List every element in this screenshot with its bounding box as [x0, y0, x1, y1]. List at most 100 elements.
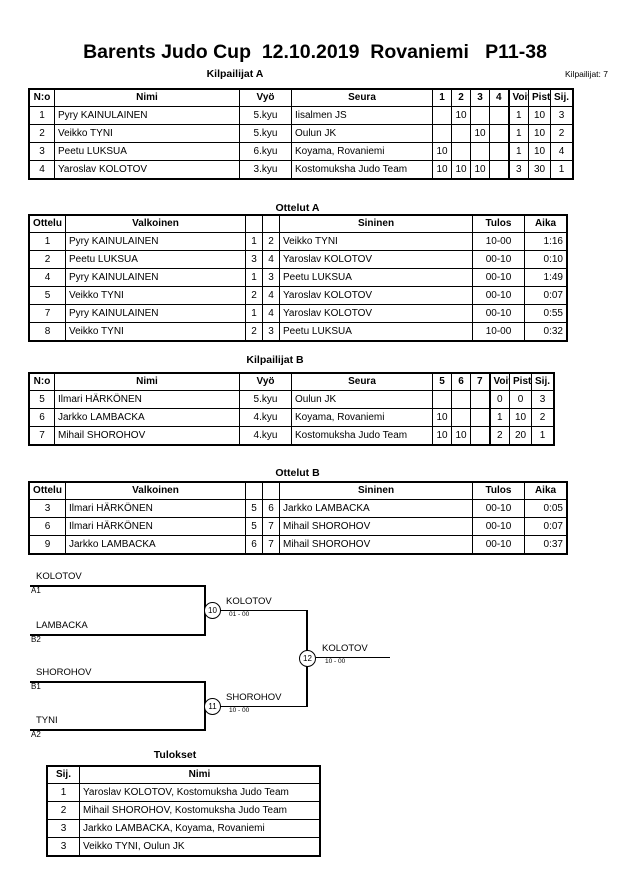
cell-time: 1:16: [524, 232, 567, 251]
matches-b-table: Ottelu Valkoinen Sininen Tulos Aika 3 Il…: [28, 481, 568, 555]
cell-match: 6: [29, 517, 66, 536]
col-white-no: [245, 215, 263, 233]
cell-club: Koyama, Rovaniemi: [291, 142, 433, 161]
cell-points: 10: [528, 106, 551, 125]
cell-place: 4: [550, 142, 573, 161]
cell-m5: 10: [432, 408, 452, 427]
cell-result: 00-10: [472, 517, 525, 536]
cell-m2: [451, 124, 471, 143]
table-row: 3 Veikko TYNI, Oulun JK: [47, 837, 320, 856]
matches-a-header-row: Ottelu Valkoinen Sininen Tulos Aika: [29, 215, 567, 233]
cell-m1: 10: [432, 142, 452, 161]
cell-wins: 1: [507, 106, 529, 125]
table-row: 6 Jarkko LAMBACKA 4.kyu Koyama, Rovaniem…: [29, 408, 554, 427]
table-row: 3 Ilmari HÄRKÖNEN 5 6 Jarkko LAMBACKA 00…: [29, 499, 567, 518]
cell-m7: [470, 390, 490, 409]
cell-wins: 1: [488, 408, 510, 427]
col-m2: 2: [451, 89, 471, 107]
cell-blue-no: 4: [262, 304, 280, 323]
cell-place: 3: [531, 390, 554, 409]
cell-result: 10-00: [472, 322, 525, 341]
cell-wins: 3: [507, 160, 529, 179]
table-row: 5 Ilmari HÄRKÖNEN 5.kyu Oulun JK 0 0 3: [29, 390, 554, 409]
bracket-line: [30, 634, 206, 636]
cell-blue-no: 6: [262, 499, 280, 518]
col-m6: 6: [451, 373, 471, 391]
cell-white: Veikko TYNI: [65, 286, 246, 305]
cell-name: Peetu LUKSUA: [54, 142, 240, 161]
cell-white-no: 1: [245, 232, 263, 251]
cell-m2: 10: [451, 106, 471, 125]
cell-name: Veikko TYNI: [54, 124, 240, 143]
cell-points: 20: [509, 426, 532, 445]
cell-points: 10: [528, 142, 551, 161]
cell-m7: [470, 408, 490, 427]
pool-b-header-row: N:o Nimi Vyö Seura 5 6 7 Voit. Pist. Sij…: [29, 373, 554, 391]
cell-name: Pyry KAINULAINEN: [54, 106, 240, 125]
col-time: Aika: [524, 482, 567, 500]
cell-name: Jarkko LAMBACKA: [54, 408, 240, 427]
cell-belt: 5.kyu: [239, 124, 292, 143]
cell-no: 6: [29, 408, 55, 427]
cell-club: Iisalmen JS: [291, 106, 433, 125]
bracket-entrant-seed: A2: [31, 730, 41, 739]
cell-belt: 5.kyu: [239, 390, 292, 409]
cell-result: 00-10: [472, 250, 525, 269]
matches-a-table: Ottelu Valkoinen Sininen Tulos Aika 1 Py…: [28, 214, 568, 342]
cell-m4: [489, 160, 509, 179]
cell-m5: [432, 390, 452, 409]
cell-club: Kostomuksha Judo Team: [291, 160, 433, 179]
col-belt: Vyö: [239, 89, 292, 107]
heading-matches-a: Ottelut A: [275, 202, 320, 214]
col-white: Valkoinen: [65, 482, 246, 500]
col-result: Tulos: [472, 482, 525, 500]
cell-white-no: 5: [245, 517, 263, 536]
table-row: 2 Mihail SHOROHOV, Kostomuksha Judo Team: [47, 801, 320, 820]
col-no: N:o: [29, 373, 55, 391]
col-m3: 3: [470, 89, 490, 107]
cell-wins: 2: [488, 426, 510, 445]
bracket-entrant-seed: B2: [31, 635, 41, 644]
cell-points: 0: [509, 390, 532, 409]
cell-place: 2: [550, 124, 573, 143]
cell-m5: 10: [432, 426, 452, 445]
cell-white: Ilmari HÄRKÖNEN: [65, 517, 246, 536]
cell-no: 1: [29, 106, 55, 125]
cell-white: Pyry KAINULAINEN: [65, 232, 246, 251]
cell-time: 0:07: [524, 517, 567, 536]
cell-place: 3: [550, 106, 573, 125]
cell-blue: Peetu LUKSUA: [279, 268, 473, 287]
cell-place: 3: [47, 837, 80, 856]
col-blue: Sininen: [279, 482, 473, 500]
cell-result: 00-10: [472, 268, 525, 287]
heading-pool-b: Kilpailijat B: [246, 354, 304, 366]
cell-match: 8: [29, 322, 66, 341]
col-points: Pist.: [528, 89, 551, 107]
bracket-entrant-seed: B1: [31, 682, 41, 691]
cell-white-no: 5: [245, 499, 263, 518]
cell-points: 30: [528, 160, 551, 179]
cell-place: 1: [47, 783, 80, 802]
table-row: 9 Jarkko LAMBACKA 6 7 Mihail SHOROHOV 00…: [29, 535, 567, 554]
cell-no: 5: [29, 390, 55, 409]
results-table: Sij. Nimi 1 Yaroslav KOLOTOV, Kostomuksh…: [46, 765, 321, 857]
cell-time: 0:10: [524, 250, 567, 269]
cell-belt: 4.kyu: [239, 426, 292, 445]
cell-m6: [451, 408, 471, 427]
cell-time: 0:07: [524, 286, 567, 305]
col-name: Nimi: [54, 89, 240, 107]
cell-blue: Jarkko LAMBACKA: [279, 499, 473, 518]
cell-time: 0:55: [524, 304, 567, 323]
col-place: Sij.: [47, 766, 80, 784]
cell-blue-no: 4: [262, 250, 280, 269]
cell-belt: 5.kyu: [239, 106, 292, 125]
cell-white: Veikko TYNI: [65, 322, 246, 341]
col-wins: Voit.: [507, 89, 529, 107]
pool-b-table: N:o Nimi Vyö Seura 5 6 7 Voit. Pist. Sij…: [28, 372, 555, 446]
cell-place: 1: [531, 426, 554, 445]
cell-match: 5: [29, 286, 66, 305]
cell-club: Oulun JK: [291, 390, 433, 409]
cell-match: 1: [29, 232, 66, 251]
cell-m2: [451, 142, 471, 161]
cell-m3: [470, 142, 490, 161]
